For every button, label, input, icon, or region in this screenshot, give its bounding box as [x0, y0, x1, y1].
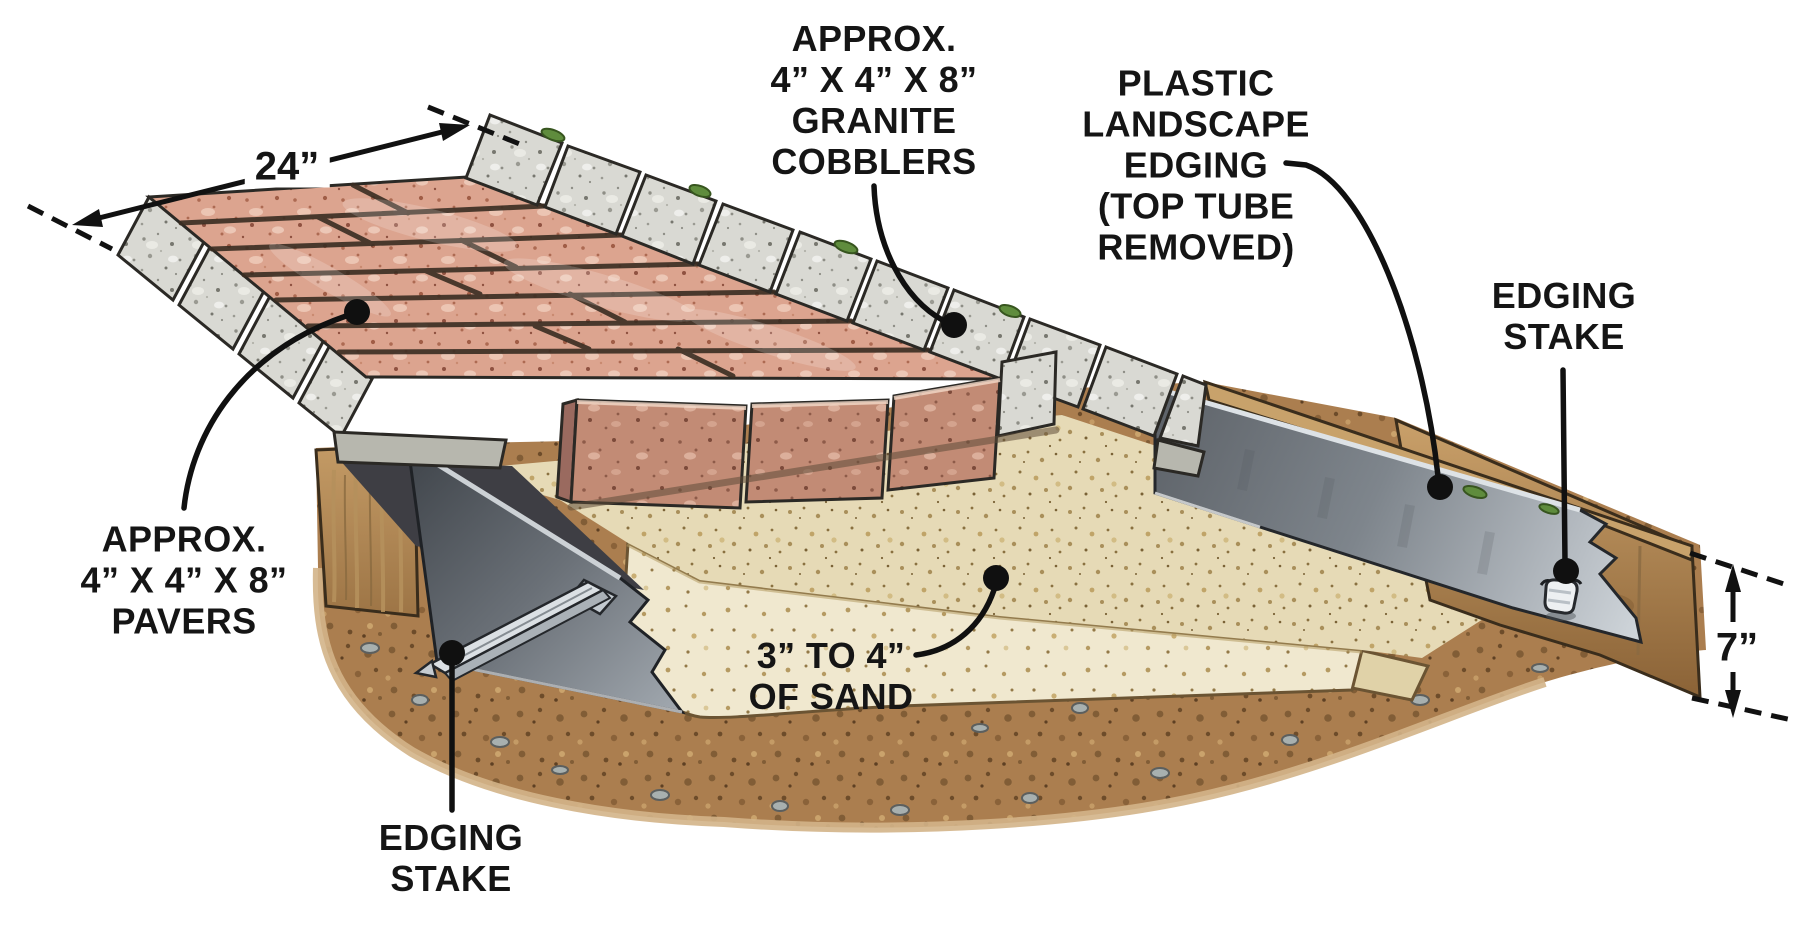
pavers-label: APPROX. 4” X 4” X 8” PAVERS: [80, 518, 288, 642]
near-side: [338, 443, 686, 715]
edging-stake-right-clip: [1539, 578, 1583, 621]
width-dimension-label: 24”: [244, 146, 330, 188]
edging-stake-right-label: EDGING STAKE: [1491, 275, 1637, 357]
leader-sand: [913, 565, 1009, 658]
granite-cobblers-label: APPROX. 4” X 4” X 8” GRANITE COBBLERS: [770, 18, 978, 182]
leader-edging-stake-right: [1553, 367, 1579, 584]
dimension-7: [1689, 550, 1793, 723]
leader-cobblers: [871, 183, 967, 338]
edging-stake-left-spike: [413, 578, 619, 683]
sand-label: 3” TO 4” OF SAND: [748, 635, 914, 717]
leader-pavers: [181, 299, 370, 511]
grass-tufts: [540, 127, 1560, 515]
edging-stake-left-label: EDGING STAKE: [378, 817, 524, 899]
plastic-landscape-edging-label: PLASTIC LANDSCAPE EDGING (TOP TUBE REMOV…: [1082, 62, 1310, 268]
paver-field: [145, 175, 1006, 381]
leader-lines: [181, 160, 1579, 813]
leader-plastic-edging: [1283, 160, 1453, 500]
cut-paver-faces: [555, 350, 1060, 511]
leader-edging-stake-left: [439, 640, 465, 813]
depth-dimension-label: 7”: [1715, 625, 1759, 670]
